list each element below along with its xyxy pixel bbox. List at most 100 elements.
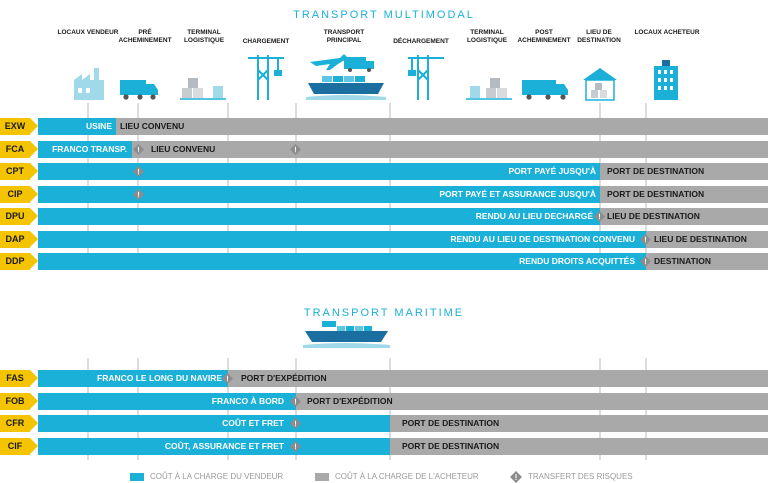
- buyer-label: PORT DE DESTINATION: [402, 441, 500, 451]
- incoterm-code: DAP: [0, 231, 38, 248]
- warehouse-boxes-icon: [180, 78, 226, 100]
- row-cif: CIF COÛT, ASSURANCE ET FRET PORT DE DEST…: [0, 438, 768, 455]
- incoterm-code: CIF: [0, 438, 38, 455]
- truck-icon-2: [522, 80, 568, 100]
- col-label-lieu-destination: LIEU DE DESTINATION: [577, 29, 621, 44]
- buyer-label: LIEU DE DESTINATION: [654, 234, 747, 244]
- seller-label: COÛT, ASSURANCE ET FRET: [164, 441, 284, 451]
- risk-transfer-icon: [133, 166, 144, 177]
- incoterm-code: DPU: [0, 208, 38, 225]
- legend-risk-icon: [510, 471, 522, 483]
- buyer-label: PORT D'EXPÉDITION: [307, 396, 393, 406]
- incoterm-code: FAS: [0, 370, 38, 387]
- risk-transfer-icon: [222, 373, 233, 384]
- buyer-cost-bar: [390, 438, 768, 455]
- incoterm-code: DDP: [0, 253, 38, 270]
- risk-transfer-icon: [640, 256, 651, 267]
- seller-label: FRANCO TRANSP.: [52, 144, 127, 154]
- seller-cost-bar: [38, 231, 646, 248]
- buyer-cost-bar: [132, 141, 768, 158]
- buyer-cost-bar: [296, 393, 768, 410]
- container-ship-icon: [303, 321, 390, 348]
- col-label-transport-principal: TRANSPORT PRINCIPAL: [323, 29, 365, 44]
- risk-transfer-icon: [290, 441, 301, 452]
- risk-transfer-icon: [290, 418, 301, 429]
- row-exw: EXW USINE LIEU CONVENU: [0, 118, 768, 135]
- buyer-label: PORT DE DESTINATION: [607, 166, 705, 176]
- buyer-label: LIEU DE DESTINATION: [607, 211, 700, 221]
- buyer-label: DESTINATION: [654, 256, 711, 266]
- buyer-label: PORT D'EXPÉDITION: [241, 373, 327, 383]
- seller-label: PORT PAYÉ JUSQU'À: [508, 166, 596, 176]
- crane-icon: [248, 55, 284, 100]
- seller-label: FRANCO À BORD: [211, 396, 284, 406]
- row-cip: CIP PORT PAYÉ ET ASSURANCE JUSQU'À PORT …: [0, 186, 768, 203]
- seller-cost-bar: [38, 415, 390, 432]
- seller-label: RENDU DROITS ACQUITTÉS: [519, 256, 635, 266]
- col-label-terminal-logistique-2: TERMINAL LOGISTIQUE: [466, 29, 508, 44]
- row-fas: FAS FRANCO LE LONG DU NAVIRE PORT D'EXPÉ…: [0, 370, 768, 387]
- row-dap: DAP RENDU AU LIEU DE DESTINATION CONVENU…: [0, 231, 768, 248]
- buyer-cost-bar: [116, 118, 768, 135]
- row-fob: FOB FRANCO À BORD PORT D'EXPÉDITION: [0, 393, 768, 410]
- row-cpt: CPT PORT PAYÉ JUSQU'À PORT DE DESTINATIO…: [0, 163, 768, 180]
- risk-transfer-icon: [133, 144, 144, 155]
- multimodal-title: TRANSPORT MULTIMODAL: [293, 9, 475, 21]
- legend-buyer-label: COÛT À LA CHARGE DE L'ACHETEUR: [335, 472, 479, 481]
- incoterm-code: FOB: [0, 393, 38, 410]
- row-dpu: DPU RENDU AU LIEU DECHARGÉ LIEU DE DESTI…: [0, 208, 768, 225]
- seller-label: RENDU AU LIEU DECHARGÉ: [475, 211, 593, 221]
- seller-cost-bar: [38, 118, 116, 135]
- seller-cost-bar: [38, 370, 228, 387]
- col-label-pre-acheminement: PRÉ ACHEMINEMENT: [118, 29, 172, 44]
- row-ddp: DDP RENDU DROITS ACQUITTÉS DESTINATION: [0, 253, 768, 270]
- buyer-cost-bar: [600, 208, 768, 225]
- col-label-locaux-acheteur: LOCAUX ACHETEUR: [634, 29, 700, 36]
- seller-label: COÛT ET FRET: [222, 418, 284, 428]
- seller-label: USINE: [86, 121, 112, 131]
- maritime-title: TRANSPORT MARITIME: [303, 307, 465, 319]
- col-label-terminal-logistique: TERMINAL LOGISTIQUE: [183, 29, 225, 44]
- seller-cost-bar: [38, 141, 132, 158]
- buyer-cost-bar: [228, 370, 768, 387]
- truck-icon: [120, 80, 158, 100]
- incoterm-code: CIP: [0, 186, 38, 203]
- seller-label: RENDU AU LIEU DE DESTINATION CONVENU: [450, 234, 635, 244]
- legend-seller-swatch: [130, 473, 144, 481]
- seller-label: PORT PAYÉ ET ASSURANCE JUSQU'À: [439, 189, 596, 199]
- seller-cost-bar: [38, 163, 600, 180]
- buyer-label: LIEU CONVENU: [120, 121, 185, 131]
- legend-risk-label: TRANSFERT DES RISQUES: [528, 472, 633, 481]
- buyer-cost-bar: [646, 231, 768, 248]
- crane-icon-2: [408, 55, 444, 100]
- legend-buyer-swatch: [315, 473, 329, 481]
- seller-cost-bar: [38, 208, 600, 225]
- buyer-cost-bar: [646, 253, 768, 270]
- risk-transfer-icon: [594, 211, 605, 222]
- risk-transfer-icon: [290, 396, 301, 407]
- seller-cost-bar: [38, 186, 600, 203]
- incoterm-code: CFR: [0, 415, 38, 432]
- risk-transfer-icon: [640, 234, 651, 245]
- buyer-cost-bar: [600, 163, 768, 180]
- row-fca: FCA FRANCO TRANSP. LIEU CONVENU: [0, 141, 768, 158]
- col-label-post-acheminement: POST ACHEMINEMENT: [517, 29, 571, 44]
- office-building-icon: [654, 60, 678, 100]
- incoterm-code: CPT: [0, 163, 38, 180]
- buyer-label: PORT DE DESTINATION: [607, 189, 705, 199]
- factory-icon: [74, 68, 104, 100]
- seller-label: FRANCO LE LONG DU NAVIRE: [97, 373, 222, 383]
- col-label-chargement: CHARGEMENT: [242, 38, 290, 45]
- incoterm-code: EXW: [0, 118, 38, 135]
- plane-truck-ship-icon: [306, 54, 386, 100]
- buyer-cost-bar: [390, 415, 768, 432]
- buyer-cost-bar: [600, 186, 768, 203]
- seller-cost-bar: [38, 393, 296, 410]
- buyer-label: PORT DE DESTINATION: [402, 418, 500, 428]
- risk-transfer-icon: [133, 189, 144, 200]
- seller-cost-bar: [38, 253, 646, 270]
- incoterm-code: FCA: [0, 141, 38, 158]
- seller-cost-bar: [38, 438, 390, 455]
- legend-seller-label: COÛT À LA CHARGE DU VENDEUR: [150, 472, 284, 481]
- destination-warehouse-icon: [583, 68, 617, 101]
